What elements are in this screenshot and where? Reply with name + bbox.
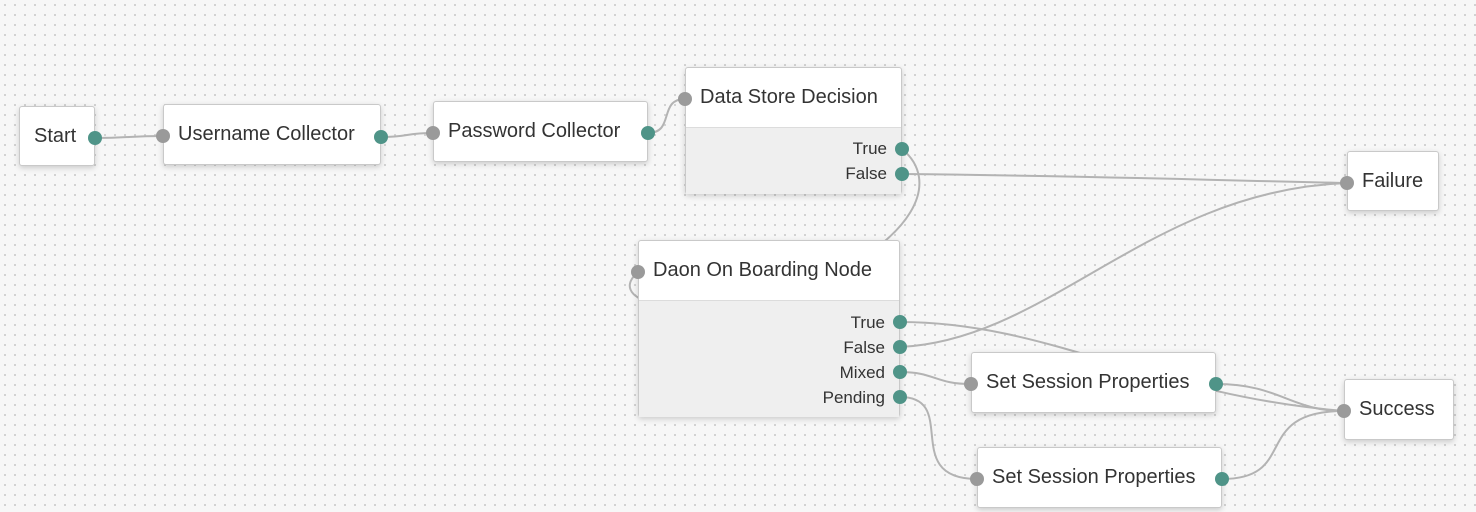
password-collector-node[interactable]: Password Collector: [433, 101, 648, 162]
failure-node-label: Failure: [1362, 169, 1424, 192]
wire-start-username[interactable]: [94, 135, 164, 139]
daon-pending-port[interactable]: [893, 390, 907, 404]
start-node[interactable]: Start: [19, 106, 95, 166]
failure-node[interactable]: Failure: [1347, 151, 1439, 211]
daon-on-boarding-node[interactable]: Daon On Boarding Node True False Mixed P…: [638, 240, 900, 417]
wire-datastore-false-failure[interactable]: [901, 173, 1348, 184]
username-collector-node[interactable]: Username Collector: [163, 104, 381, 165]
set-session-properties-2-input-port[interactable]: [970, 472, 984, 486]
set-session-properties-label-1: Set Session Properties: [986, 371, 1190, 393]
password-collector-input-port[interactable]: [426, 126, 440, 140]
username-collector-output-port[interactable]: [374, 130, 388, 144]
data-store-decision-input-port[interactable]: [678, 92, 692, 106]
outcome-mixed-label: Mixed: [839, 363, 885, 382]
start-node-label: Start: [34, 124, 77, 147]
success-node-label: Success: [1359, 398, 1435, 420]
daon-mixed-port[interactable]: [893, 365, 907, 379]
set-session-properties-1-input-port[interactable]: [964, 377, 978, 391]
data-store-decision-false-port[interactable]: [895, 167, 909, 181]
data-store-decision-node[interactable]: Data Store Decision True False: [685, 67, 902, 194]
wire-daon-pending-session2[interactable]: [899, 396, 978, 480]
wire-session2-success[interactable]: [1221, 410, 1345, 480]
data-store-decision-label: Data Store Decision: [686, 68, 901, 128]
outcome-true-label: True: [852, 139, 887, 158]
set-session-properties-label-2: Set Session Properties: [992, 466, 1196, 488]
set-session-properties-node-1[interactable]: Set Session Properties: [971, 352, 1216, 413]
data-store-decision-outcomes: True False: [686, 128, 901, 194]
username-collector-input-port[interactable]: [156, 129, 170, 143]
daon-on-boarding-label: Daon On Boarding Node: [639, 241, 899, 301]
data-store-decision-true-port[interactable]: [895, 142, 909, 156]
daon-on-boarding-outcomes: True False Mixed Pending: [639, 301, 899, 417]
outcome-false-label: False: [843, 338, 885, 357]
outcome-pending-label: Pending: [822, 388, 885, 407]
start-output-port[interactable]: [88, 131, 102, 145]
daon-true-port[interactable]: [893, 315, 907, 329]
outcome-false-label: False: [845, 164, 887, 183]
set-session-properties-1-output-port[interactable]: [1209, 377, 1223, 391]
wire-daon-false-failure[interactable]: [899, 182, 1348, 348]
daon-false-port[interactable]: [893, 340, 907, 354]
daon-on-boarding-input-port[interactable]: [631, 265, 645, 279]
username-collector-label: Username Collector: [178, 123, 355, 145]
wire-session1-success[interactable]: [1215, 383, 1345, 412]
set-session-properties-node-2[interactable]: Set Session Properties: [977, 447, 1222, 508]
password-collector-label: Password Collector: [448, 120, 621, 142]
wire-daon-mixed-session1[interactable]: [899, 371, 972, 385]
failure-input-port[interactable]: [1340, 176, 1354, 190]
outcome-true-label: True: [850, 313, 885, 332]
password-collector-output-port[interactable]: [641, 126, 655, 140]
set-session-properties-2-output-port[interactable]: [1215, 472, 1229, 486]
success-input-port[interactable]: [1337, 404, 1351, 418]
success-node[interactable]: Success: [1344, 379, 1454, 440]
